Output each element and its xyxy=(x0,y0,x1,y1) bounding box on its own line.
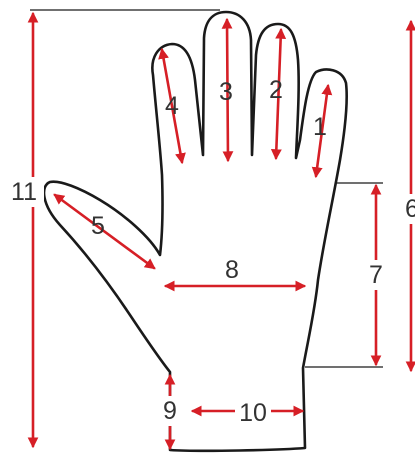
measurement-label-1: 1 xyxy=(313,113,327,141)
measurement-label-2: 2 xyxy=(269,76,283,104)
glove-outline xyxy=(44,12,347,451)
measurement-label-4: 4 xyxy=(165,92,179,120)
measurement-label-8: 8 xyxy=(225,256,239,284)
measurement-label-7: 7 xyxy=(369,261,383,289)
measurement-label-11: 11 xyxy=(11,178,37,206)
measurement-label-3: 3 xyxy=(219,78,233,106)
measurement-label-6: 6 xyxy=(405,195,415,223)
measurement-label-9: 9 xyxy=(163,397,177,425)
measurement-label-5: 5 xyxy=(91,212,105,240)
measurement-label-10: 10 xyxy=(239,399,267,427)
